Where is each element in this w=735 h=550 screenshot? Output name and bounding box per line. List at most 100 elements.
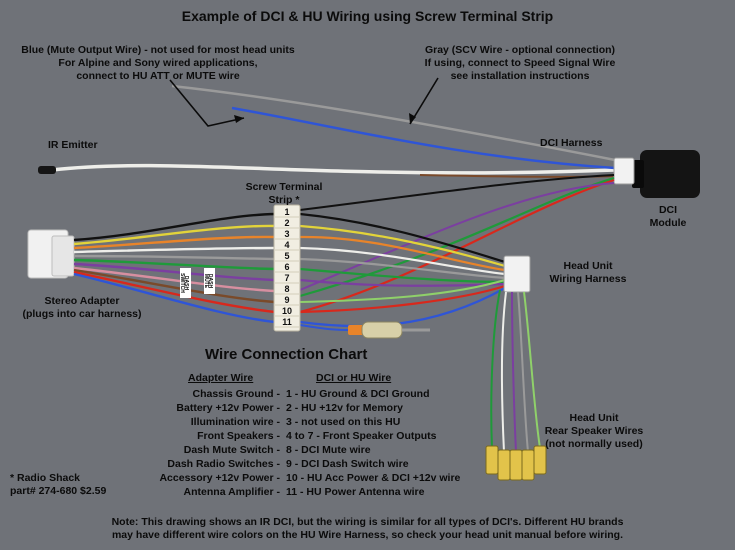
rear-wire-purple bbox=[511, 291, 517, 453]
adapter-wire-yellow bbox=[73, 224, 276, 246]
rear-speaker-label-line: Head Unit bbox=[569, 412, 619, 424]
rear-wire-gray bbox=[517, 291, 529, 453]
hu-wire-orange bbox=[299, 235, 506, 272]
rear-wire-lightgreen bbox=[523, 291, 541, 449]
rear-wire-green bbox=[490, 289, 501, 449]
blue-wire-label-line: Blue (Mute Output Wire) - not used for m… bbox=[21, 44, 295, 56]
dci-module-label-line: Module bbox=[649, 217, 687, 229]
stereo-adapter-label-line: Stereo Adapter bbox=[44, 295, 120, 307]
terminal-number: 7 bbox=[284, 273, 289, 283]
radio-shack-label-line: * Radio Shack bbox=[10, 472, 81, 484]
head-unit-harness-label-line: Wiring Harness bbox=[549, 273, 627, 285]
footer-note: Note: This drawing shows an IR DCI, but … bbox=[0, 516, 735, 542]
arrowhead-gray bbox=[409, 113, 416, 124]
adapter-wire-black bbox=[73, 212, 276, 242]
chart-row-adapter-wire: Antenna Amplifier - bbox=[183, 486, 280, 498]
chart-column-dci: DCI or HU Wire bbox=[316, 372, 392, 384]
tag-dash-mute-line2: MUTE bbox=[203, 274, 209, 289]
tag-dash-switch-line1: DASH bbox=[183, 276, 189, 291]
screw-terminal-label-line: Strip * bbox=[268, 194, 300, 206]
ir-emitter-label: IR Emitter bbox=[48, 139, 98, 151]
adapter-wire-white bbox=[73, 246, 276, 254]
terminal-number: 4 bbox=[284, 240, 289, 250]
antenna-connector-body bbox=[361, 321, 403, 339]
chart-row-dci-wire: 9 - DCI Dash Switch wire bbox=[286, 458, 409, 470]
ir-emitter-cable bbox=[51, 163, 616, 175]
chart-row: Chassis Ground - 1 - HU Ground & DCI Grou… bbox=[0, 388, 735, 402]
gray-wire-label: Gray (SCV Wire - optional connection) If… bbox=[385, 44, 655, 83]
hu-wire-yellow bbox=[299, 224, 506, 268]
adapter-wire-gray bbox=[73, 254, 276, 261]
stereo-adapter-label: Stereo Adapter (plugs into car harness) bbox=[8, 295, 156, 321]
chart-row-adapter-wire: Chassis Ground - bbox=[192, 388, 280, 400]
blue-wire-label: Blue (Mute Output Wire) - not used for m… bbox=[8, 44, 308, 83]
terminal-number: 8 bbox=[284, 284, 289, 294]
blue-wire-label-line: connect to HU ATT or MUTE wire bbox=[76, 70, 240, 82]
hu-wire-white bbox=[299, 246, 506, 276]
chart-row-dci-wire: 3 - not used on this HU bbox=[286, 416, 401, 428]
antenna-connector-orange bbox=[348, 325, 364, 335]
tag-dash-switch: DASH SWITCH bbox=[179, 268, 191, 298]
head-unit-wire-bundle bbox=[299, 212, 506, 328]
chart-row-dci-wire: 11 - HU Power Antenna wire bbox=[286, 486, 425, 498]
spade-terminal bbox=[533, 445, 547, 475]
head-unit-harness-label: Head Unit Wiring Harness bbox=[540, 260, 636, 286]
dci-module-clip bbox=[632, 160, 644, 188]
page-title: Example of DCI & HU Wiring using Screw T… bbox=[181, 8, 554, 24]
screw-terminal-label-line: Screw Terminal bbox=[245, 181, 323, 193]
chart-row-adapter-wire: Dash Mute Switch - bbox=[183, 444, 280, 456]
ir-emitter bbox=[38, 166, 56, 174]
gray-wire-label-line: see installation instructions bbox=[450, 70, 590, 82]
chart-row: Antenna Amplifier - 11 - HU Power Antenna… bbox=[0, 486, 735, 500]
chart-row-adapter-wire: Illumination wire - bbox=[190, 416, 280, 428]
gray-scv-wire bbox=[171, 84, 616, 162]
footer-note-line: may have different wire colors on the HU… bbox=[111, 529, 624, 541]
chart-row-dci-wire: 1 - HU Ground & DCI Ground bbox=[286, 388, 430, 400]
chart-row-dci-wire: 4 to 7 - Front Speaker Outputs bbox=[286, 430, 437, 442]
chart-column-adapter: Adapter Wire bbox=[188, 372, 254, 384]
chart-row-adapter-wire: Accessory +12v Power - bbox=[159, 472, 280, 484]
terminal-number: 6 bbox=[284, 262, 289, 272]
dci-wire-black bbox=[299, 174, 615, 211]
chart-row: Accessory +12v Power -10 - HU Acc Power … bbox=[0, 472, 735, 486]
chart-row: Dash Mute Switch -8 - DCI Mute wire bbox=[0, 444, 735, 458]
adapter-wire-blue bbox=[73, 272, 276, 324]
hu-wire-black bbox=[299, 212, 506, 264]
head-unit-harness-label-line: Head Unit bbox=[563, 260, 613, 272]
gray-wire-label-line: Gray (SCV Wire - optional connection) bbox=[424, 44, 616, 56]
screw-terminal-strip bbox=[273, 204, 301, 332]
dci-module-label-line: DCI bbox=[658, 204, 678, 216]
spade-terminals bbox=[485, 445, 547, 481]
adapter-wire-orange bbox=[73, 235, 276, 250]
chart-row: Illumination wire - 3 - not used on this … bbox=[0, 416, 735, 430]
stereo-adapter-label-line: (plugs into car harness) bbox=[22, 308, 142, 320]
rear-speaker-label-line: (not normally used) bbox=[545, 438, 643, 450]
tag-dash-mute: DASH MUTE bbox=[203, 268, 215, 294]
dci-wire-purple bbox=[299, 182, 615, 291]
adapter-wire-green bbox=[73, 258, 276, 271]
dci-module-body bbox=[640, 150, 700, 198]
chart-title: Wire Connection Chart bbox=[205, 346, 368, 363]
chart-row-adapter-wire: Battery +12v Power - bbox=[176, 402, 280, 414]
chart-row: Front Speakers - 4 to 7 - Front Speaker O… bbox=[0, 430, 735, 444]
arrow-blue-label bbox=[169, 79, 245, 127]
radio-shack-label: * Radio Shack part# 274-680 $2.59 bbox=[10, 472, 106, 498]
dci-wire-green bbox=[299, 176, 615, 298]
rear-speaker-label: Head Unit Rear Speaker Wires (not normal… bbox=[534, 412, 654, 451]
dci-module-label: DCI Module bbox=[635, 204, 701, 230]
tag-dash-mute-line1: DASH bbox=[207, 274, 213, 289]
rear-speaker-wires bbox=[490, 289, 541, 453]
radio-shack-label-line: part# 274-680 $2.59 bbox=[10, 485, 107, 497]
dci-harness-label: DCI Harness bbox=[540, 137, 603, 149]
arrowhead-blue bbox=[234, 115, 244, 123]
hu-wire-red bbox=[299, 284, 506, 314]
antenna-lead bbox=[299, 324, 351, 331]
terminal-number: 10 bbox=[282, 306, 292, 316]
chart-row: Battery +12v Power -2 - HU +12v for Memo… bbox=[0, 402, 735, 416]
chart-row-adapter-wire: Front Speakers - bbox=[197, 430, 280, 442]
head-unit-harness-connector bbox=[503, 255, 531, 293]
chart-row-adapter-wire: Dash Radio Switches - bbox=[167, 458, 280, 470]
screw-terminal-label: Screw Terminal Strip * bbox=[236, 181, 332, 207]
